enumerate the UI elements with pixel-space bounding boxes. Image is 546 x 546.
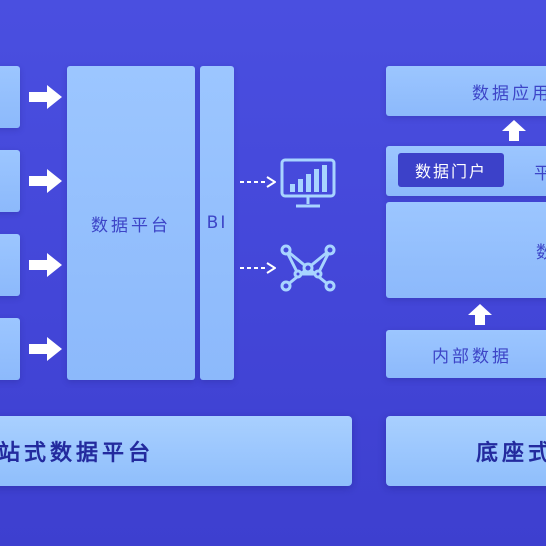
base-platform-bar: 底座式 bbox=[386, 416, 546, 486]
data-app-box: 数据应用 bbox=[386, 66, 546, 116]
data-platform-box: 数据平台 bbox=[67, 66, 195, 380]
bi-label: BI bbox=[206, 213, 228, 233]
bar-chart-monitor-icon bbox=[280, 158, 336, 208]
arrow-up-icon bbox=[502, 120, 526, 141]
data-app-label: 数据应用 bbox=[472, 83, 546, 104]
arrow-right-icon bbox=[29, 253, 62, 277]
arrow-right-icon bbox=[29, 85, 62, 109]
arrow-right-icon bbox=[29, 337, 62, 361]
source-box-1 bbox=[0, 66, 20, 128]
source-box-4 bbox=[0, 318, 20, 380]
platform-partial-label: 平 bbox=[534, 163, 546, 184]
source-box-3 bbox=[0, 234, 20, 296]
data-block: 数 bbox=[386, 202, 546, 298]
source-box-2 bbox=[0, 150, 20, 212]
data-portal-label: 数据门户 bbox=[414, 162, 487, 181]
internal-data-label: 内部数据 bbox=[432, 346, 512, 367]
network-graph-icon bbox=[280, 244, 336, 292]
bi-box: BI bbox=[200, 66, 234, 380]
base-platform-label: 底座式 bbox=[476, 441, 546, 466]
dashed-arrow-icon bbox=[240, 262, 276, 274]
arrow-right-icon bbox=[29, 169, 62, 193]
data-platform-label: 数据平台 bbox=[91, 215, 171, 236]
arrow-up-icon bbox=[468, 304, 492, 325]
internal-data-box: 内部数据 bbox=[386, 330, 546, 378]
one-stop-platform-label: 站式数据平台 bbox=[0, 441, 155, 466]
dashed-arrow-icon bbox=[240, 176, 276, 188]
data-partial-label: 数 bbox=[536, 238, 546, 263]
data-portal-badge: 数据门户 bbox=[398, 153, 504, 187]
one-stop-platform-bar: 站式数据平台 bbox=[0, 416, 352, 486]
